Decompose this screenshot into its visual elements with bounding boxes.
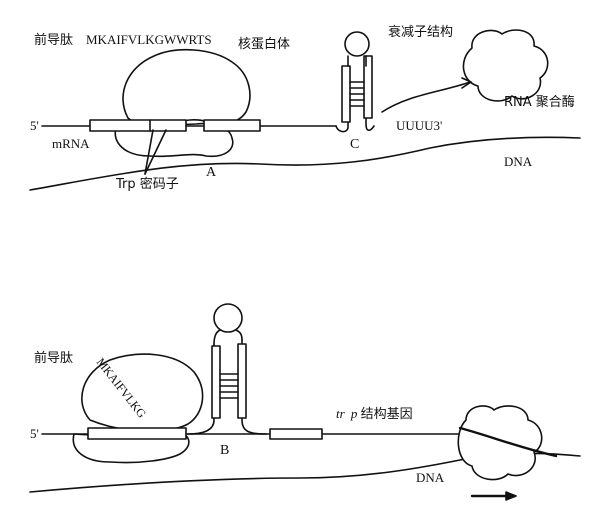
structural-gene-label-rest: 结构基因 [361,407,413,422]
ribosome-large-subunit [122,48,251,127]
polymerase-arrow-head-top [461,77,472,89]
trp-pointer-2 [144,129,167,175]
dna-label-top: DNA [504,154,533,169]
mrna-label: mRNA [52,136,90,151]
five-prime-label-bottom: 5' [30,426,39,441]
five-prime-label-top: 5' [30,118,39,133]
rna-polymerase-bottom [457,405,543,481]
leader-peptide-sequence-top: MKAIFVLKGWWRTS [86,32,212,47]
leader-coding-box-bottom [87,427,187,440]
attenuator-label: 衰减子结构 [388,24,453,40]
point-c-label: C [350,137,359,152]
direction-arrow-head-bottom [505,491,517,501]
point-a-label: A [206,165,217,180]
ribosome-label: 核蛋白体 [238,36,290,52]
transcript-through-polymerase [458,426,558,458]
dna-label-bottom: DNA [416,470,445,485]
uuuu-label: UUUU3' [396,118,442,133]
top-panel: 前导肽 MKAIFVLKGWWRTS 核蛋白体 衰减子结构 5' mRNA Tr… [29,24,581,192]
leader-peptide-label-bottom: 前导肽 [34,350,73,366]
attenuator-hairpin [335,31,375,133]
structural-gene-label-tr: tr [336,406,346,421]
leader-peptide-label-top: 前导肽 [34,32,73,48]
region-a-box [203,119,261,132]
polymerase-arrow-top [381,81,471,113]
anti-terminator-hairpin [187,303,267,435]
rna-polymerase-top [462,29,549,102]
structural-gene-label: tr p 结构基因 [336,406,413,422]
bottom-panel: 前导肽 MKAIFVLKG 5' B tr p 结构基因 DNA [29,303,581,501]
dna-strand-top [29,136,581,191]
structural-gene-box [269,428,323,440]
leader-coding-box [89,119,187,132]
trp-codon-label: Trp 密码子 [115,176,179,192]
point-b-label: B [220,443,229,458]
structural-gene-label-p: p [350,406,358,421]
trp-pointer-1 [144,129,154,175]
rna-polymerase-label: RNA 聚合酶 [504,94,575,110]
